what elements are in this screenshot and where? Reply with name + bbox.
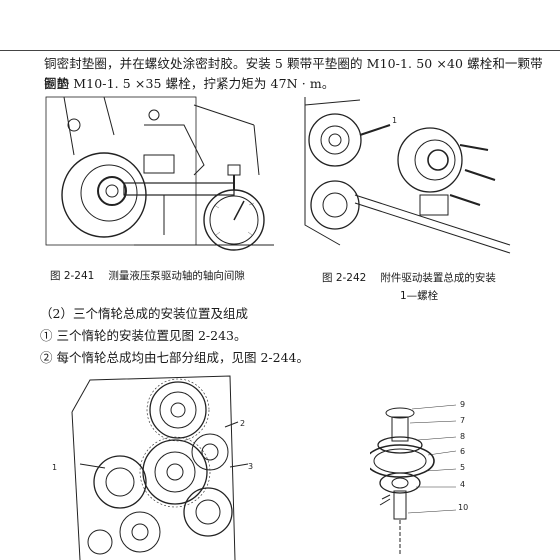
figure-2-243-callout-3: 3 <box>248 462 254 471</box>
figure-title: 附件驱动装置总成的安装 <box>380 272 496 284</box>
figure-2-244-callout-5: 5 <box>460 463 466 472</box>
list-item-2: ② 每个惰轮总成均由七部分组成，见图 2-244。 <box>40 350 309 365</box>
intro-line-1: 铜密封垫圈，并在螺纹处涂密封胶。安装 5 颗带平垫圈的 M10-1. 50 ×4… <box>44 56 543 91</box>
intro-line-2: 圈的 M10-1. 5 ×35 螺栓，拧紧力矩为 47N · m。 <box>44 76 335 91</box>
figure-2-243-callout-1: 1 <box>52 463 58 472</box>
figure-number: 图 2-242 <box>322 272 367 284</box>
page-top-rule <box>0 50 560 51</box>
figure-2-241-caption: 图 2-241 测量液压泵驱动轴的轴向间隙 <box>50 268 245 283</box>
figure-2-241-drawing <box>45 96 274 251</box>
figure-2-244-callout-6: 6 <box>460 447 466 456</box>
figure-2-243-drawing <box>71 375 249 560</box>
list-item-1: ① 三个惰轮的安装位置见图 2-243。 <box>40 328 247 343</box>
figure-2-244-callout-7: 7 <box>460 416 466 425</box>
figure-2-243-callout-2: 2 <box>240 419 246 428</box>
figure-number: 图 2-241 <box>50 270 95 282</box>
figure-2-242-legend: 1—螺栓 <box>400 290 439 302</box>
figure-2-244-callout-8: 8 <box>460 432 466 441</box>
figure-2-244-callout-4: 4 <box>460 480 466 489</box>
figure-2-242-callout: 1 <box>392 116 397 125</box>
figure-2-242-caption: 图 2-242 附件驱动装置总成的安装 <box>322 270 496 285</box>
section-heading: （2）三个惰轮总成的安装位置及组成 <box>40 306 248 321</box>
figure-2-242-drawing: 1 <box>304 97 511 254</box>
figure-title: 测量液压泵驱动轴的轴向间隙 <box>108 270 245 282</box>
figure-2-244-drawing <box>370 404 457 555</box>
figure-2-244-callout-10: 10 <box>458 503 469 512</box>
figure-2-244-callout-9: 9 <box>460 400 466 409</box>
